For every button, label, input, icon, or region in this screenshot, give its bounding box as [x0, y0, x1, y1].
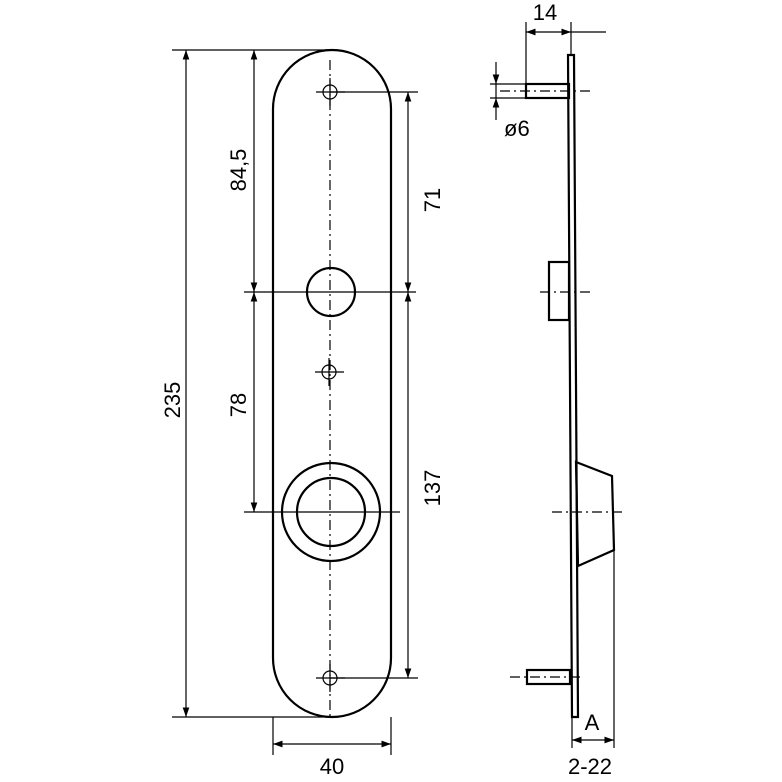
pin-diameter-label: ø6	[504, 116, 530, 141]
dimension-pin-diameter: ø6	[492, 62, 530, 141]
pin-length-label: 14	[533, 0, 557, 25]
dimension-pin-length: 14	[526, 0, 606, 36]
escutcheon-plate	[271, 48, 393, 719]
thickness-range-label: 2-22	[568, 754, 612, 779]
spindle-to-cylinder-label: 78	[226, 393, 251, 417]
side-view	[490, 22, 625, 748]
dimension-width: 40	[273, 740, 391, 779]
dimension-thickness: A 2-22	[568, 710, 614, 779]
middle-screw-hole	[315, 358, 344, 386]
dimension-top-to-spindle: 84,5	[226, 50, 258, 292]
dimension-right-upper: 71	[404, 92, 445, 292]
cylinder-boss	[574, 460, 616, 568]
side-plate-profile	[566, 53, 580, 719]
top-to-spindle-label: 84,5	[226, 149, 251, 192]
dimension-right-lower: 137	[404, 292, 445, 678]
dimension-spindle-to-cylinder: 78	[226, 292, 258, 512]
right-lower-label: 137	[420, 470, 445, 507]
width-label: 40	[320, 754, 344, 779]
right-upper-label: 71	[420, 188, 445, 212]
section-mark-label: A	[585, 710, 600, 735]
front-view	[172, 48, 418, 755]
overall-height-label: 235	[160, 382, 185, 419]
spindle-boss	[547, 260, 571, 322]
dimension-overall-height: 235	[160, 50, 190, 717]
